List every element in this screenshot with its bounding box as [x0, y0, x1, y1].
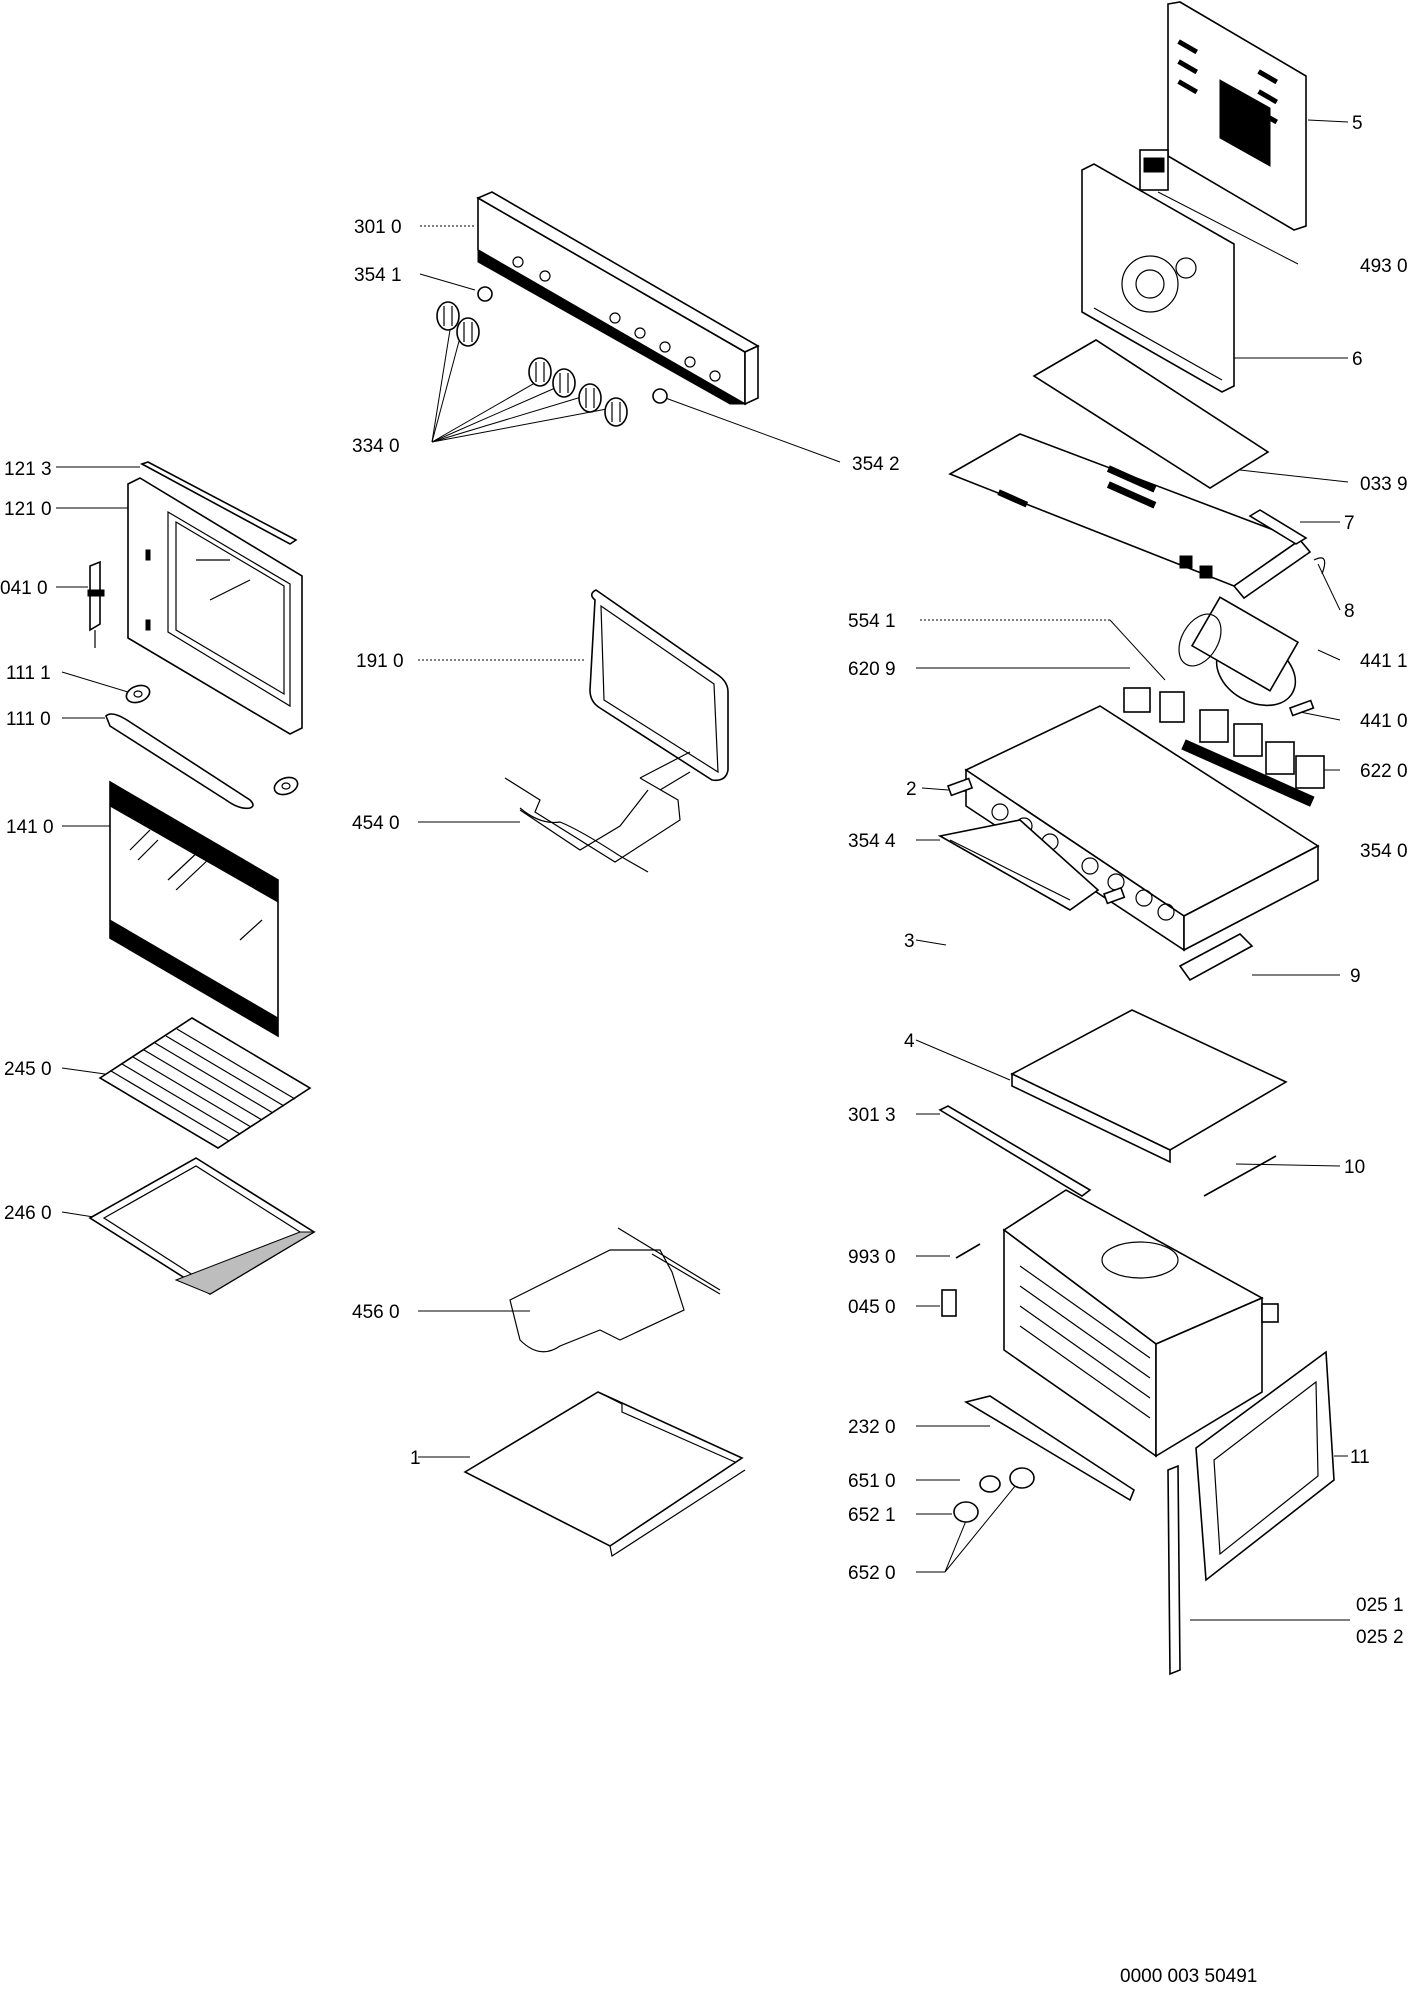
label-6209: 620 9 — [848, 659, 896, 680]
label-0252: 025 2 — [1356, 1627, 1404, 1648]
part-mid-plate — [1010, 1009, 1288, 1164]
part-front-strip — [963, 1395, 1135, 1502]
label-4410: 441 0 — [1360, 711, 1408, 732]
part-bracket-left — [937, 819, 1100, 911]
label-9930: 993 0 — [848, 1247, 896, 1268]
label-1: 1 — [410, 1448, 421, 1469]
label-1111: 111 1 — [6, 663, 51, 684]
part-grill-element-top — [504, 751, 691, 873]
part-lamp-knobs — [953, 1467, 1035, 1523]
part-insulation-sheet — [1032, 339, 1270, 489]
label-0450: 045 0 — [848, 1297, 896, 1318]
part-hinge — [87, 560, 105, 648]
label-11: 11 — [1350, 1447, 1370, 1468]
label-4930: 493 0 — [1360, 256, 1408, 277]
label-4: 4 — [904, 1031, 915, 1052]
label-6521: 652 1 — [848, 1505, 896, 1526]
part-grill-element-bottom — [509, 1227, 721, 1353]
label-6: 6 — [1352, 349, 1363, 370]
label-2: 2 — [906, 779, 917, 800]
label-3: 3 — [904, 931, 915, 952]
part-control-panel — [476, 191, 760, 406]
part-bracket-right — [1178, 933, 1254, 982]
leader-lines — [56, 119, 1350, 1621]
part-rod-10 — [1203, 1155, 1277, 1197]
part-screw-9930 — [955, 1243, 981, 1259]
part-control-housing — [964, 705, 1320, 952]
part-oven-cavity — [1002, 1189, 1279, 1458]
label-0410: 041 0 — [0, 578, 48, 599]
label-5541: 554 1 — [848, 611, 896, 632]
part-inner-door — [127, 477, 303, 735]
label-4411: 441 1 — [1360, 651, 1408, 672]
label-3013: 301 3 — [848, 1105, 896, 1126]
label-6220: 622 0 — [1360, 761, 1408, 782]
label-4540: 454 0 — [352, 813, 400, 834]
label-3541: 354 1 — [354, 265, 402, 286]
label-4560: 456 0 — [352, 1302, 400, 1323]
label-5: 5 — [1352, 113, 1363, 134]
part-side-panel — [1195, 1350, 1335, 1582]
label-1213: 121 3 — [4, 459, 52, 480]
part-bottom-plate — [463, 1391, 746, 1557]
part-fan-cover — [1248, 509, 1308, 545]
label-3544: 354 4 — [848, 831, 896, 852]
part-door-strip — [139, 461, 298, 545]
label-1910: 191 0 — [356, 651, 404, 672]
part-door-seal — [589, 589, 729, 782]
part-shaft-small — [1102, 886, 1126, 905]
diagram-reference-number: 0000 003 50491 — [1120, 1966, 1258, 1987]
part-switches — [1123, 687, 1325, 807]
part-side-rails — [1167, 1464, 1181, 1676]
part-shaft-3540 — [1288, 699, 1315, 717]
label-6520: 652 0 — [848, 1563, 896, 1584]
label-6510: 651 0 — [848, 1471, 896, 1492]
label-7: 7 — [1344, 513, 1355, 534]
part-labels: 301 0 354 1 334 0 354 2 121 3 121 0 041 … — [0, 113, 1408, 1648]
label-2460: 246 0 — [4, 1203, 52, 1224]
part-back-panel — [1081, 163, 1235, 393]
part-door-switch — [941, 1289, 957, 1317]
label-2450: 245 0 — [4, 1059, 52, 1080]
label-0251: 025 1 — [1356, 1595, 1404, 1616]
label-1210: 121 0 — [4, 499, 52, 520]
part-shaft-3544 — [946, 777, 974, 797]
label-1410: 141 0 — [6, 817, 54, 838]
label-3340: 334 0 — [352, 436, 400, 457]
label-10: 10 — [1344, 1157, 1365, 1178]
label-9: 9 — [1350, 966, 1361, 987]
label-3542: 354 2 — [852, 454, 900, 475]
part-handle-pad — [125, 684, 299, 796]
label-2320: 232 0 — [848, 1417, 896, 1438]
part-door-handle — [105, 713, 254, 810]
label-3540: 354 0 — [1360, 841, 1408, 862]
label-1110: 111 0 — [6, 709, 51, 730]
part-button-3542 — [652, 388, 668, 404]
part-rail — [938, 1105, 1092, 1197]
label-8: 8 — [1344, 601, 1355, 622]
part-knobs — [436, 301, 628, 427]
label-0339: 033 9 — [1360, 474, 1408, 495]
part-button-3541 — [477, 286, 493, 302]
part-screw-8 — [1313, 557, 1326, 575]
part-oven-rack — [98, 1017, 312, 1149]
part-fan-motor — [1178, 596, 1300, 707]
part-baking-tray — [88, 1157, 316, 1295]
part-transformer — [1139, 149, 1169, 191]
part-back-cover — [1167, 1, 1307, 231]
part-outer-glass — [109, 780, 279, 1038]
label-3010: 301 0 — [354, 217, 402, 238]
